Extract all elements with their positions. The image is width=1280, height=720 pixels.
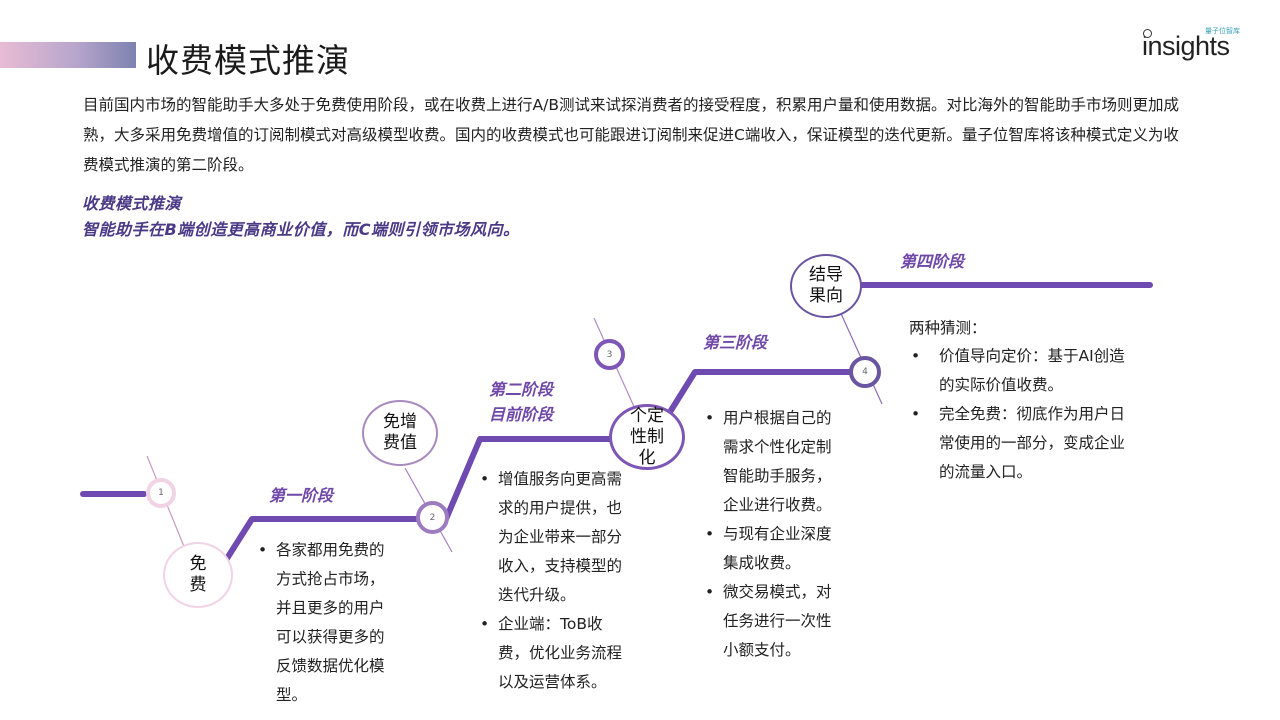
list-item: 用户根据自己的需求个性化定制智能助手服务，企业进行收费。 [703,404,843,520]
road-segment-3 [667,369,853,415]
stage-1-notes: 各家都用免费的方式抢占市场，并且更多的用户可以获得更多的反馈数据优化模型。 [256,536,396,710]
stage-circle-freemium: 免增费值 [362,400,438,466]
stage-node-1: 1 [146,478,176,508]
logo-wordmark: insights [1142,31,1230,61]
section-heading: 收费模式推演 [82,194,182,213]
list-item: 微交易模式，对任务进行一次性小额支付。 [703,578,843,665]
stage-circle-customized: 个定性制化 [609,404,685,470]
stage-2-notes: 增值服务向更高需求的用户提供，也为企业带来一部分收入，支持模型的迭代升级。 企业… [478,465,623,697]
stage-label-4: 第四阶段 [900,252,965,271]
stage-label-3: 第三阶段 [703,333,768,352]
stage-4-notes: 价值导向定价：基于AI创造的实际价值收费。 完全免费：彻底作为用户日常使用的一部… [909,342,1139,487]
stage-label-1: 第一阶段 [269,486,334,505]
stage-label-2: 第二阶段 [489,380,554,399]
section-subheading: 智能助手在B端创造更高商业价值，而C端则引领市场风向。 [82,220,520,239]
stage-3-notes: 用户根据自己的需求个性化定制智能助手服务，企业进行收费。 与现有企业深度集成收费… [703,404,843,665]
tick-line-3 [593,317,641,421]
road-segment-1 [223,516,421,563]
list-item: 企业端：ToB收费，优化业务流程以及运营体系。 [478,610,623,697]
list-item: 增值服务向更高需求的用户提供，也为企业带来一部分收入，支持模型的迭代升级。 [478,465,623,610]
stage-circle-result-oriented: 结导果向 [790,254,862,318]
road-segment-2 [443,436,615,522]
list-item: 与现有企业深度集成收费。 [703,520,843,578]
stage-node-2: 2 [416,501,449,534]
stage-4-notes-heading: 两种猜测： [909,319,987,337]
intro-paragraph: 目前国内市场的智能助手大多处于免费使用阶段，或在收费上进行A/B测试来试探消费者… [83,96,1179,174]
stage-label-2-current: 目前阶段 [489,405,554,424]
list-item: 完全免费：彻底作为用户日常使用的一部分，变成企业的流量入口。 [909,400,1139,487]
brand-logo: 量子位智库 insights [1140,26,1240,66]
list-item: 各家都用免费的方式抢占市场，并且更多的用户可以获得更多的反馈数据优化模型。 [256,536,396,710]
title-accent-bar [0,42,136,68]
list-item: 价值导向定价：基于AI创造的实际价值收费。 [909,342,1139,400]
stage-circle-free: 免费 [163,542,233,608]
page-title: 收费模式推演 [146,41,350,80]
logo-dot-icon [1143,29,1152,38]
stage-node-3: 3 [594,339,625,370]
tick-line-4 [837,306,883,405]
logo-caption: 量子位智库 [1205,27,1240,35]
stage-node-4: 4 [849,356,881,388]
